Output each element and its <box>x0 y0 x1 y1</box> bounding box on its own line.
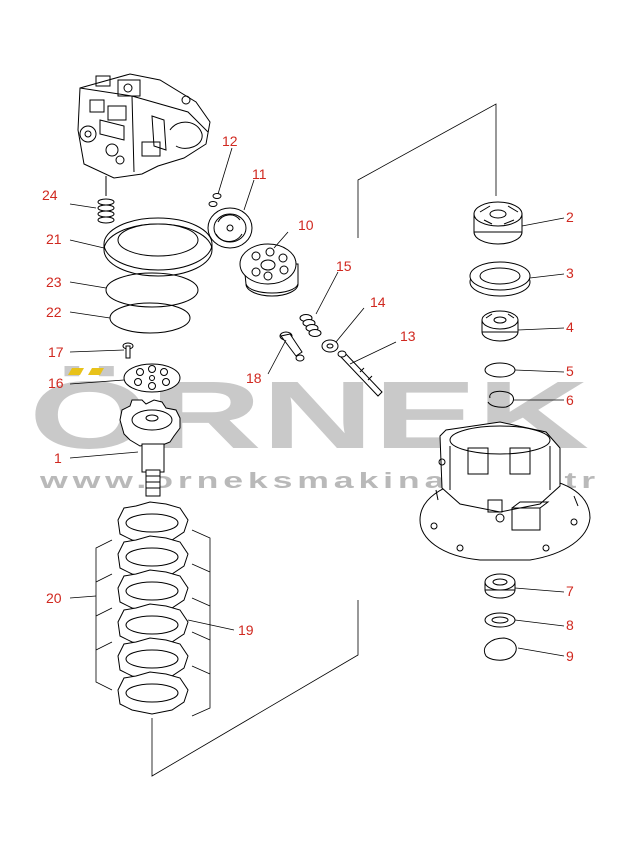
part-1-shaft-gear <box>119 399 181 497</box>
part-12-plug <box>208 193 222 207</box>
callout-5: 5 <box>566 363 574 379</box>
leader-lines <box>69 147 565 657</box>
callout-19: 19 <box>238 622 254 638</box>
callout-16: 16 <box>48 375 64 391</box>
callout-20: 20 <box>46 590 62 606</box>
part-4-bearing <box>481 310 519 342</box>
callout-17: 17 <box>48 344 64 360</box>
callout-23: 23 <box>46 274 62 290</box>
part-14-washer <box>321 339 339 353</box>
disc-group-brackets <box>95 529 211 717</box>
callout-6: 6 <box>566 392 574 408</box>
motor-housing-part <box>77 73 211 179</box>
part-22-o-ring <box>109 302 191 334</box>
callout-10: 10 <box>298 217 314 233</box>
assembly-frame-lines <box>151 103 497 777</box>
disc-plates <box>117 501 189 715</box>
callout-labels: 1 2 3 4 5 6 7 8 9 10 11 12 13 14 15 16 1… <box>42 133 574 664</box>
callout-22: 22 <box>46 304 62 320</box>
watermark-accent-mark-left <box>68 368 84 375</box>
callout-11: 11 <box>252 166 267 182</box>
part-18-piston <box>279 331 305 362</box>
callout-9: 9 <box>566 648 574 664</box>
callout-8: 8 <box>566 617 574 633</box>
callout-18: 18 <box>246 370 262 386</box>
callout-12: 12 <box>222 133 238 149</box>
part-6-snap-ring <box>487 390 514 408</box>
part-2-bearing <box>473 201 523 245</box>
part-13-spool <box>337 350 383 397</box>
part-17-bolt <box>122 342 134 359</box>
callout-15: 15 <box>336 258 352 274</box>
callout-14: 14 <box>370 294 386 310</box>
callout-21: 21 <box>46 231 62 247</box>
main-housing-part <box>419 421 591 561</box>
part-3-seal <box>469 261 531 297</box>
part-16-retainer-plate <box>123 363 181 393</box>
part-23-o-ring <box>105 272 199 308</box>
part-7-bearing <box>484 573 516 599</box>
part-9-snap-ring <box>484 637 517 661</box>
callout-7: 7 <box>566 583 574 599</box>
callout-24: 24 <box>42 187 58 203</box>
watermark-accent-mark-right <box>88 368 104 375</box>
callout-4: 4 <box>566 319 574 335</box>
part-15-spring <box>299 314 322 337</box>
callout-1: 1 <box>54 450 62 466</box>
part-24-spring <box>97 176 115 224</box>
callout-13: 13 <box>400 328 416 344</box>
part-11-valve-plate <box>207 207 253 249</box>
part-21-ring <box>103 217 213 277</box>
callout-2: 2 <box>566 209 574 225</box>
part-10-cylinder-block <box>239 243 299 297</box>
part-8-ring <box>484 612 516 628</box>
callout-3: 3 <box>566 265 574 281</box>
part-20-19-disc-stack <box>95 501 211 717</box>
